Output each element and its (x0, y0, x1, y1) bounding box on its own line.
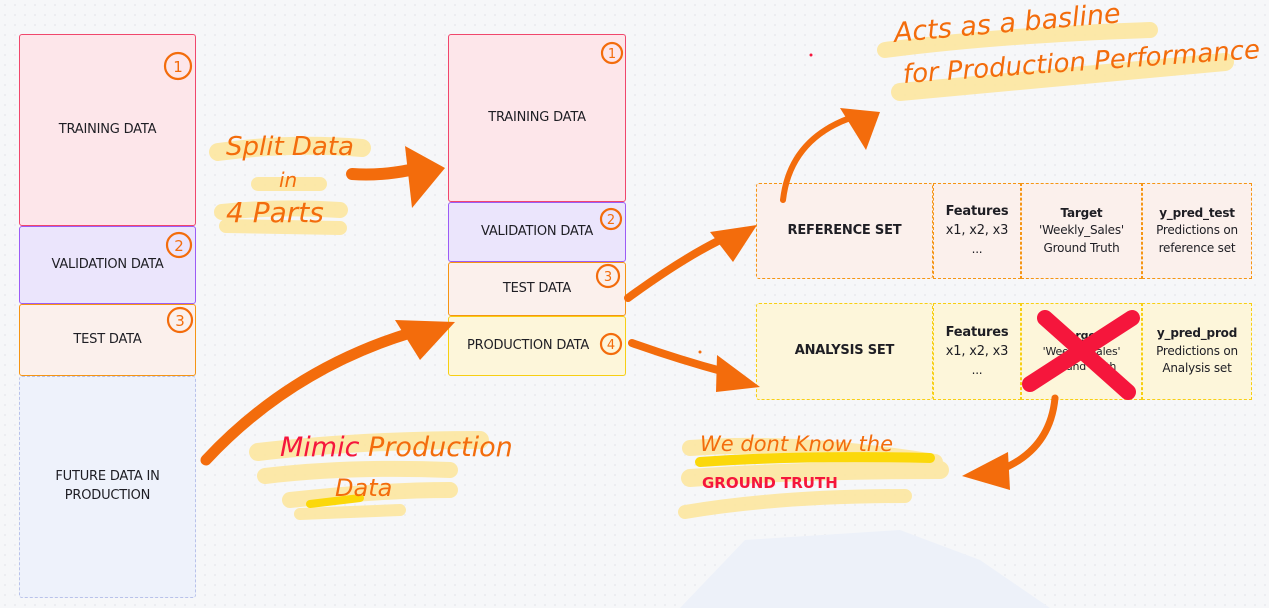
reference-set-cell: REFERENCE SET (756, 183, 933, 279)
analysis-target-cell: Target 'Weekly_Sales' Ground Truth (1021, 303, 1142, 400)
reference-target-cell: Target 'Weekly_Sales' Ground Truth (1021, 183, 1142, 279)
dot-mark (809, 53, 813, 57)
left-training-label: TRAINING DATA (58, 121, 157, 137)
split-data-note-line1: Split Data (226, 132, 354, 162)
analysis-pred-desc-2: Analysis set (1162, 361, 1232, 376)
mimic-production-note: Mimic Production (280, 432, 513, 463)
mimic-arrowhead-icon (395, 320, 455, 360)
reference-pred-desc-1: Predictions on (1156, 223, 1238, 238)
split-data-note-line2: in (279, 168, 298, 192)
analysis-pred-desc-1: Predictions on (1156, 343, 1238, 358)
production-word: Production (368, 432, 513, 463)
analysis-target-name: 'Weekly_Sales' (1042, 344, 1121, 358)
reference-features-title: Features (945, 204, 1009, 220)
reference-pred-title: y_pred_test (1159, 205, 1235, 220)
reference-target-name: 'Weekly_Sales' (1038, 223, 1125, 238)
mid-training-data-block: TRAINING DATA (448, 34, 626, 202)
reference-set-label: REFERENCE SET (787, 222, 902, 238)
analysis-target-desc: Ground Truth (1046, 360, 1117, 374)
analysis-set-cell: ANALYSIS SET (756, 303, 933, 400)
left-test-label: TEST DATA (73, 331, 142, 347)
unknown-arrowhead-icon (962, 452, 1010, 490)
analysis-arrow-shaft (628, 339, 729, 376)
mimic-production-note-line2: Data (335, 474, 393, 502)
production-data-block: PRODUCTION DATA (448, 316, 626, 376)
future-data-label: FUTURE DATA IN PRODUCTION (55, 469, 160, 503)
left-training-data-block: TRAINING DATA (19, 34, 196, 226)
mid-test-label: TEST DATA (502, 280, 572, 296)
analysis-features-cell: Features x1, x2, x3 ... (933, 303, 1021, 400)
mid-validation-data-block: VALIDATION DATA (448, 202, 626, 262)
reference-pred-desc-2: reference set (1158, 240, 1236, 255)
analysis-target-title: Target (1062, 328, 1101, 342)
reference-arrowhead-icon (710, 225, 757, 262)
unknown-arrow-shaft (996, 394, 1059, 474)
ground-truth-note-line2: GROUND TRUTH (702, 474, 838, 492)
mid-training-label: TRAINING DATA (488, 109, 586, 125)
dot-mark (698, 350, 702, 354)
baseline-arrowhead-icon (840, 108, 880, 150)
reference-target-title: Target (1060, 205, 1103, 220)
left-validation-label: VALIDATION DATA (51, 256, 164, 272)
ground-truth-note-line1: We dont Know the (700, 432, 893, 456)
split-data-note-line3: 4 Parts (226, 196, 324, 229)
analysis-arrowhead-icon (716, 355, 760, 392)
reference-features-values: x1, x2, x3 (945, 223, 1009, 239)
baseline-note-line1: Acts as a basline (892, 0, 1122, 49)
reference-target-desc: Ground Truth (1043, 240, 1120, 255)
bottom-shape (680, 530, 1050, 608)
analysis-pred-title: y_pred_prod (1156, 326, 1238, 341)
production-data-label: PRODUCTION DATA (466, 337, 590, 353)
left-test-data-block: TEST DATA (19, 304, 196, 376)
split-arrow-shaft (346, 164, 416, 181)
reference-features-more: ... (971, 242, 983, 257)
reference-features-cell: Features x1, x2, x3 ... (933, 183, 1021, 279)
left-validation-data-block: VALIDATION DATA (19, 226, 196, 304)
reference-prediction-cell: y_pred_test Predictions on reference set (1142, 183, 1252, 279)
mimic-word: Mimic (280, 432, 360, 463)
analysis-set-label: ANALYSIS SET (794, 343, 895, 359)
future-data-block: FUTURE DATA IN PRODUCTION (19, 376, 196, 598)
analysis-prediction-cell: y_pred_prod Predictions on Analysis set (1142, 303, 1252, 400)
analysis-features-values: x1, x2, x3 (945, 343, 1009, 359)
analysis-features-more: ... (971, 362, 983, 377)
analysis-features-title: Features (945, 324, 1009, 340)
split-arrowhead-icon (405, 146, 445, 208)
reference-arrow-shaft (624, 236, 724, 302)
mid-test-data-block: TEST DATA (448, 262, 626, 316)
mid-validation-label: VALIDATION DATA (480, 223, 594, 239)
